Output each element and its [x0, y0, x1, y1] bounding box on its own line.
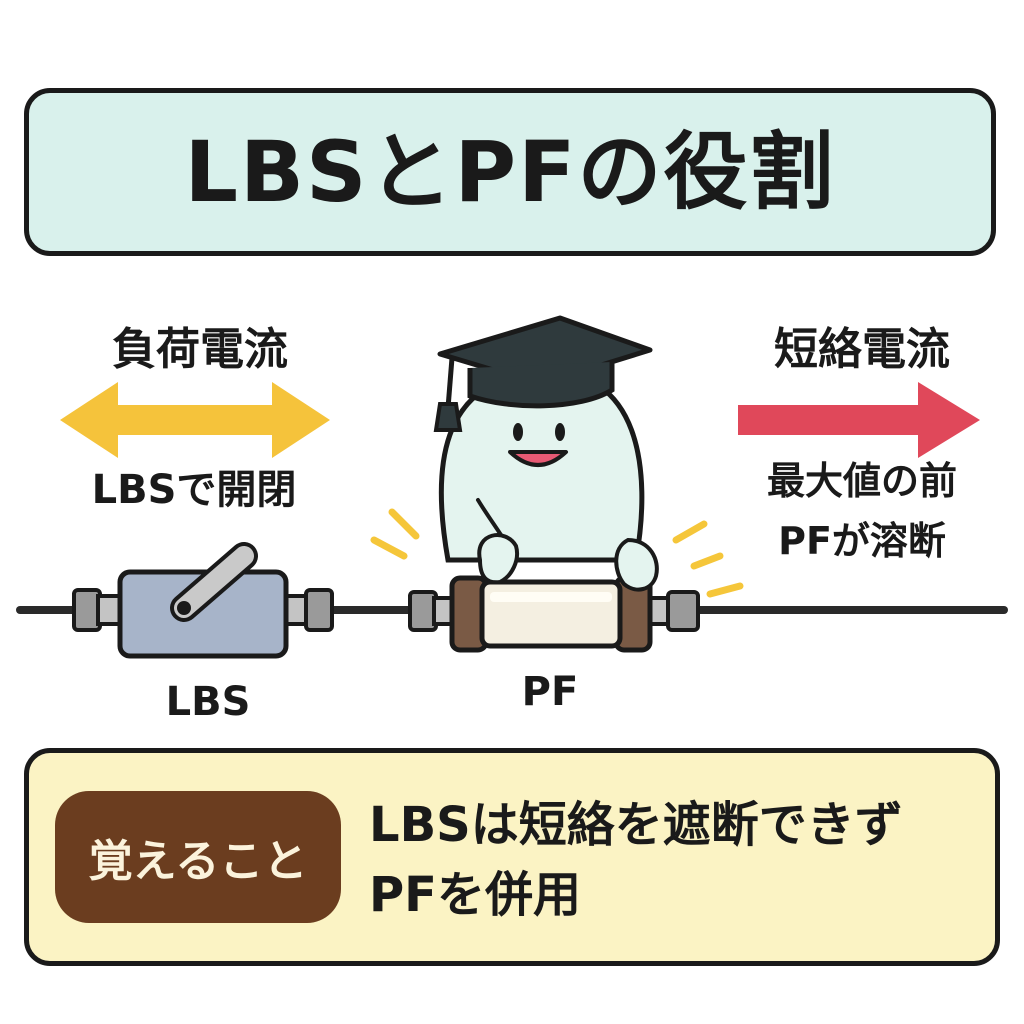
pf-fuse — [408, 575, 700, 653]
remember-text-line-2: PFを併用 — [369, 867, 581, 923]
lbs-component-label: LBS — [165, 679, 251, 725]
remember-panel: 覚えること LBSは短絡を遮断できず PFを併用 — [24, 748, 1000, 966]
short-circuit-current-label: 短絡電流 — [774, 324, 950, 375]
switch-handle-icon — [170, 542, 258, 622]
right-arrow-icon — [738, 382, 980, 458]
title-banner: LBSとPFの役割 — [24, 88, 996, 256]
pf-note-line-2: PFが溶断 — [778, 519, 946, 563]
remember-text-line-1: LBSは短絡を遮断できず — [369, 797, 903, 853]
character-hands — [477, 533, 659, 592]
double-arrow-icon — [60, 382, 330, 458]
pf-note-line-1: 最大値の前 — [766, 459, 957, 503]
remember-badge: 覚えること — [55, 791, 341, 923]
page-title: LBSとPFの役割 — [184, 123, 836, 221]
lbs-operation-label: LBSで開閉 — [91, 467, 297, 513]
pf-component-label: PF — [521, 669, 579, 715]
spark-icon — [370, 508, 744, 598]
lbs-switch — [72, 542, 334, 659]
load-current-label: 負荷電流 — [112, 324, 288, 375]
graduation-cap-icon — [433, 315, 653, 432]
